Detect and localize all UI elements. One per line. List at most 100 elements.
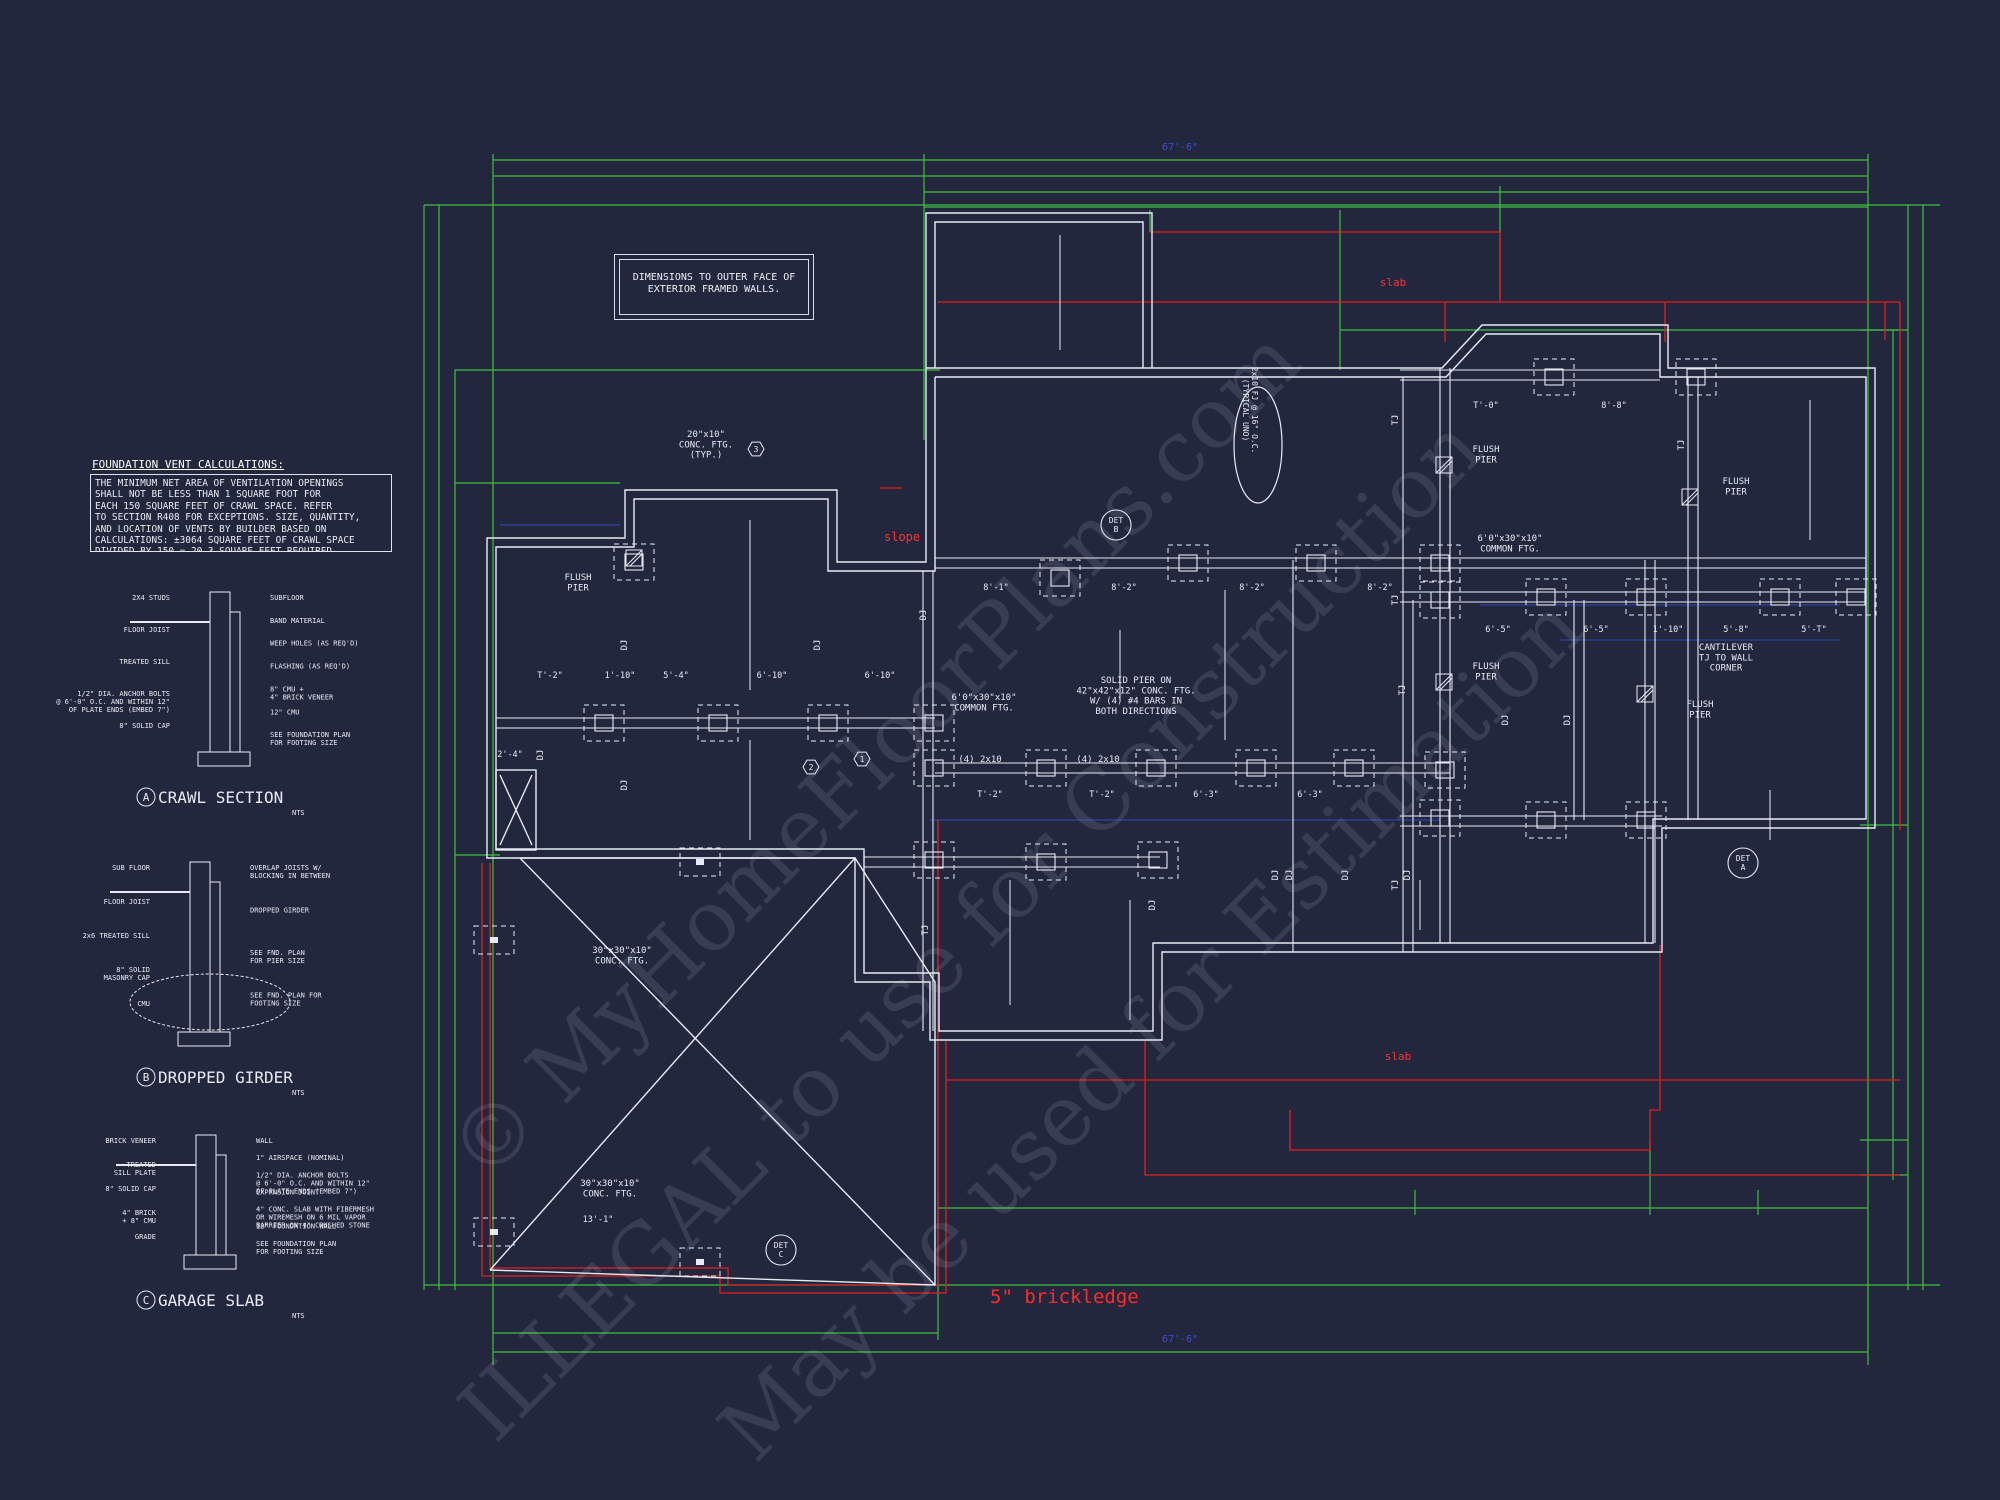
annotation-line: SEE FND. PLAN FOR: [250, 992, 322, 1000]
interior-dimension: 5'-T": [1801, 625, 1827, 635]
annotation-line: 8" CMU +: [270, 685, 304, 693]
callout-tag: [802, 759, 820, 775]
brick-veneer: [229, 611, 241, 753]
annotation-line: 8'-2": [1111, 583, 1137, 593]
annotation-line: PIER: [1475, 455, 1497, 465]
detail-note-right: EXPANSION JOINT: [256, 1188, 320, 1196]
annotation-line: 6'-3": [1297, 790, 1323, 800]
annotation-line: TJ: [1677, 440, 1687, 451]
interior-dimension: 6'-5": [1583, 625, 1609, 635]
tj-label: TJ: [1391, 880, 1401, 891]
annotation-line: 5'-4": [663, 671, 689, 681]
annotation-line: DET: [774, 1241, 789, 1250]
annotation-line: TJ: [1391, 415, 1401, 426]
pier-footing: [1835, 578, 1877, 616]
detail-note-left: FLOOR JOIST: [124, 626, 171, 634]
pier-footing: [1135, 749, 1177, 787]
detail-bubble: [1727, 847, 1759, 879]
annotation-line: 1'-10": [605, 671, 636, 681]
pier: [1036, 853, 1056, 871]
annotation-line: OR WIREMESH ON 6 MIL VAPOR: [256, 1214, 366, 1222]
annotation-line: 2X4 STUDS: [132, 594, 170, 602]
interior-dimension: 8'-1": [983, 583, 1009, 593]
pier-footing: [583, 704, 625, 742]
pier: [1344, 759, 1364, 777]
pier-footing: [679, 847, 721, 877]
pier-footing: [1533, 358, 1575, 396]
pier-footing: [1525, 801, 1567, 839]
pier: [1544, 368, 1564, 386]
pier: [1148, 851, 1168, 869]
interior-dimension: 5'-8": [1723, 625, 1749, 635]
annotation-line: OF PLATE ENDS (EMBED 7"): [256, 1187, 357, 1195]
detail-title-bubble: [136, 1290, 156, 1310]
interior-dimension: 6'-5": [1485, 625, 1511, 635]
annotation-line: 8" SOLID CAP: [105, 1185, 156, 1193]
annotation-line: DJ: [1271, 870, 1281, 881]
footing: [197, 751, 251, 767]
interior-dimension: 6'-10": [865, 671, 896, 681]
pier-footing: [1025, 749, 1067, 787]
annotation-line: FOOTING SIZE: [250, 1000, 301, 1008]
pier: [1846, 588, 1866, 606]
anchor-point: [696, 1259, 704, 1265]
flush-piers: [625, 456, 1699, 703]
annotation-line: PIER: [1475, 672, 1497, 682]
annotation-line: FLOOR JOIST: [124, 626, 171, 634]
annotation-line: OVERLAP JOISTS W/: [250, 864, 322, 872]
annotation-line: 8" SOLID CAP: [119, 722, 170, 730]
annotation-line: SILL PLATE: [114, 1169, 156, 1177]
detail-note-left: 4" BRICK+ 8" CMU: [122, 1209, 157, 1225]
annotation-line: PIER: [567, 583, 589, 593]
annotation-line: DJ: [813, 640, 823, 651]
annotation-line: SOLID PIER ON: [1101, 676, 1171, 686]
detail-note-left: 2X4 STUDS: [132, 594, 170, 602]
foundation-vent-body: THE MINIMUM NET AREA OF VENTILATION OPEN…: [90, 474, 392, 552]
interior-dimension: 1'-10": [605, 671, 636, 681]
pier: [1146, 759, 1166, 777]
pier: [624, 553, 644, 571]
annotation-line: 30"x30"x10": [592, 946, 652, 956]
interior-dimension: T'-0": [1473, 401, 1499, 411]
joist-note-cloud: [1233, 386, 1283, 504]
pier: [1246, 759, 1266, 777]
joist-spacing-note: 2x10 FJ @ 16" O.C.(TYPICAL UNO): [1241, 367, 1259, 454]
annotation-line: WEEP HOLES (AS REQ'D): [270, 640, 359, 648]
detail-title-bubble: [136, 1067, 156, 1087]
interior-dimension: 6'-3": [1193, 790, 1219, 800]
annotation-line: 8'-2": [1239, 583, 1265, 593]
annotation-line: W/ (4) #4 BARS IN: [1090, 697, 1182, 707]
pier: [924, 759, 944, 777]
pier: [708, 714, 728, 732]
footing-callout-common-1: 6'0"x30"x10"COMMON FTG.: [951, 693, 1016, 713]
annotation-line: GRADE: [135, 1233, 156, 1241]
footing: [183, 1254, 237, 1270]
pier-footing: [913, 704, 955, 742]
overall-dim-bottom: 67'-6": [1162, 1334, 1198, 1345]
annotation-line: BLOCKING IN BETWEEN: [250, 872, 330, 880]
detail-scale: NTS: [292, 809, 305, 817]
annotation-line: (4) 2x10: [1076, 755, 1119, 765]
detail-note-right: WEEP HOLES (AS REQ'D): [270, 640, 359, 648]
wall-section: [195, 1134, 217, 1256]
tj-label: TJ: [921, 925, 931, 936]
dj-label: DJ: [1501, 715, 1511, 726]
pier: [818, 714, 838, 732]
annotation-line: 2: [809, 763, 814, 772]
annotation-line: SUBFLOOR: [270, 594, 305, 602]
annotation-line: SEE FOUNDATION PLAN: [256, 1240, 336, 1248]
annotation-line: B: [143, 1071, 150, 1084]
wall-section: [189, 861, 211, 1033]
annotation-line: CMU: [137, 1000, 150, 1008]
detail-note-right: BAND MATERIAL: [270, 617, 325, 625]
interior-dimension: 1'-10": [1653, 625, 1684, 635]
pier: [924, 851, 944, 869]
annotation-line: SUB FLOOR: [112, 864, 151, 872]
annotation-line: DJ: [1148, 900, 1158, 911]
